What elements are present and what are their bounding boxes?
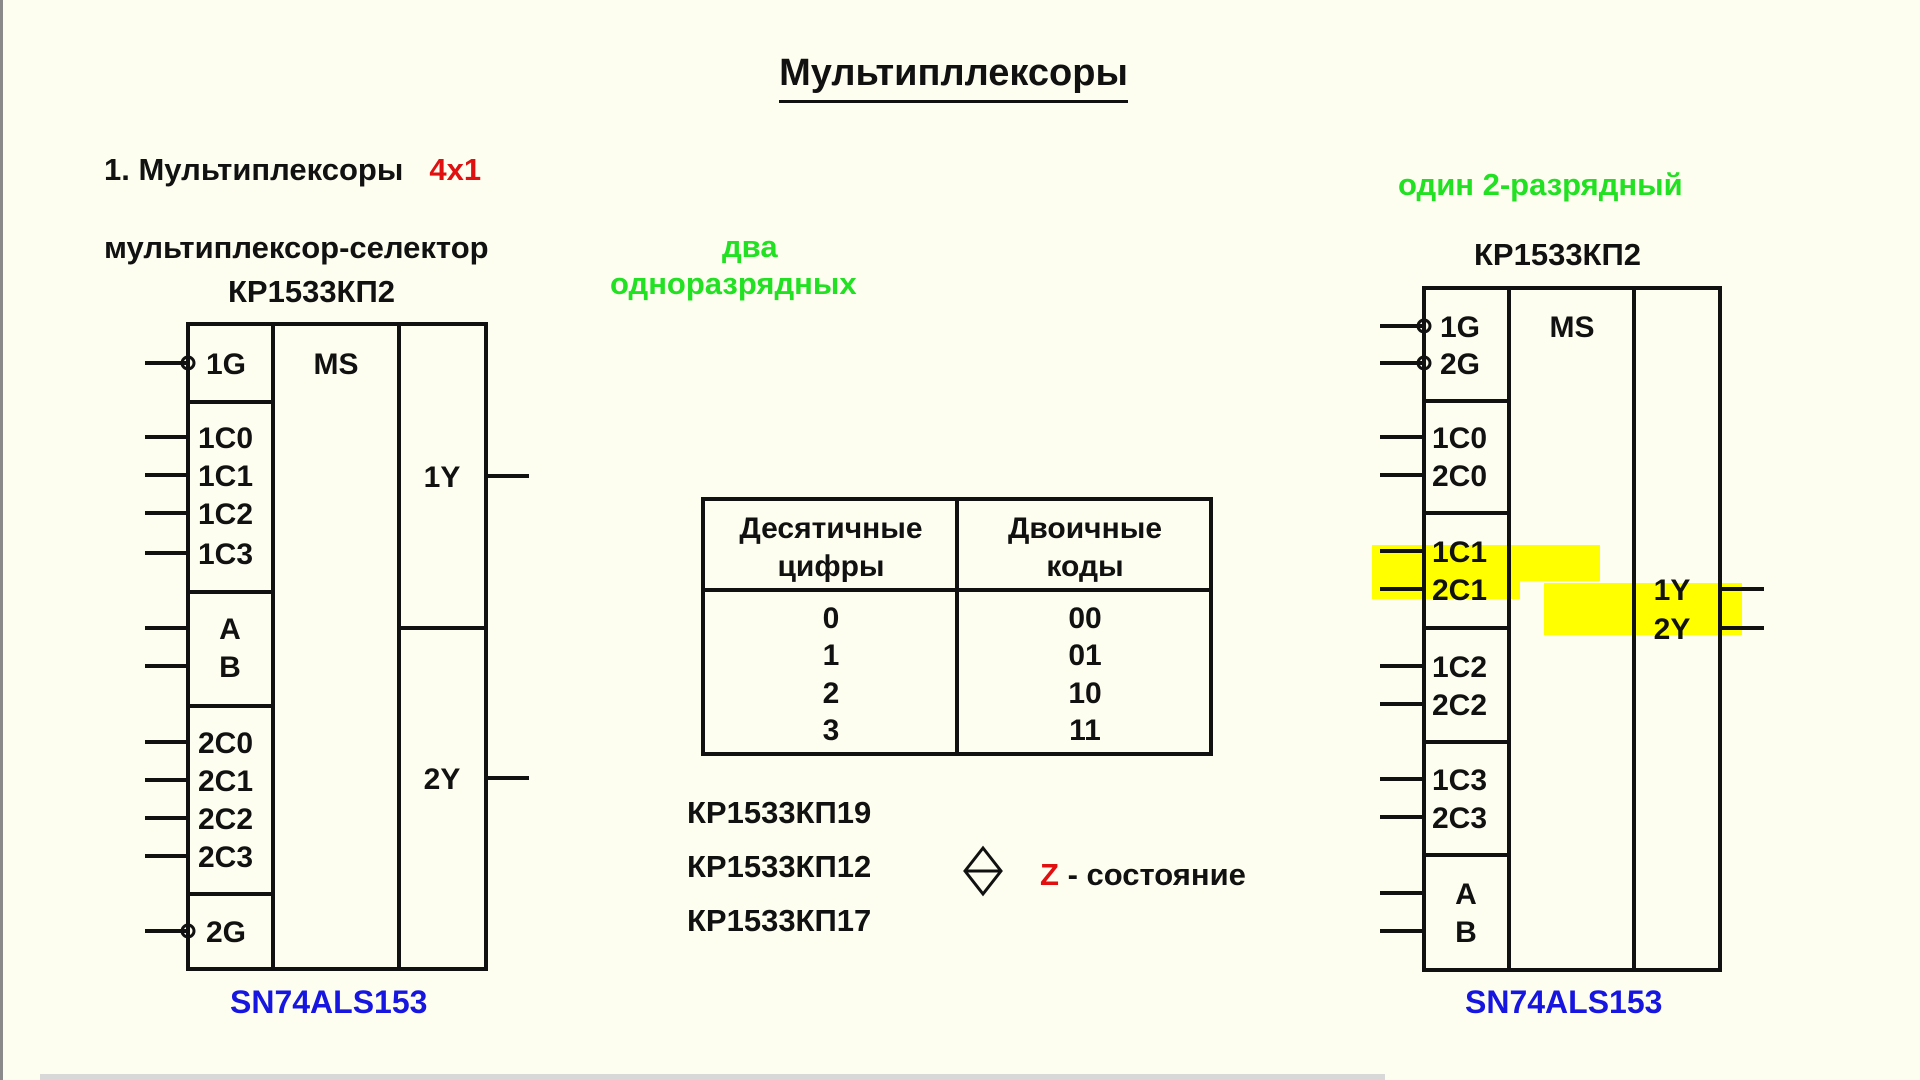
truth-table: Десятичные цифры Двоичные коды 0 00 1 01… xyxy=(701,497,1213,756)
table-cell: 2 xyxy=(823,677,840,710)
z-state-text: - состояние xyxy=(1067,857,1246,892)
output-label: 1Y xyxy=(1654,574,1691,607)
right-chip-name: SN74ALS153 xyxy=(1465,984,1663,1020)
pin-label: 1C1 xyxy=(198,460,253,493)
left-chip-name: SN74ALS153 xyxy=(230,984,428,1020)
pin-label: 2G xyxy=(206,916,246,949)
pin-label: 1C0 xyxy=(1432,422,1487,455)
output-label: 1Y xyxy=(424,461,461,494)
table-header: цифры xyxy=(777,550,884,583)
pin-label: 2C0 xyxy=(1432,460,1487,493)
left-subtitle-line2: КР1533КП2 xyxy=(228,274,396,309)
heading-text: 1. Мультиплексоры xyxy=(104,152,404,187)
table-cell: 1 xyxy=(823,639,840,672)
part-number: КР1533КП19 xyxy=(687,795,872,830)
output-label: 2Y xyxy=(1654,613,1691,646)
pin-label: 2C1 xyxy=(1432,574,1487,607)
bottom-scroll-track xyxy=(40,1074,1385,1080)
left-subtitle-line1: мультиплексор-селектор xyxy=(104,230,489,265)
right-block-title: КР1533КП2 xyxy=(1474,237,1642,272)
heading-size: 4x1 xyxy=(429,152,482,187)
table-cell: 00 xyxy=(1068,602,1101,635)
green-label-line1: два xyxy=(722,229,778,264)
z-letter: Z xyxy=(1040,857,1059,892)
pin-label: 1C1 xyxy=(1432,536,1487,569)
table-header: коды xyxy=(1046,550,1123,583)
pin-label: 1C2 xyxy=(1432,651,1487,684)
pin-label: B xyxy=(219,651,241,684)
part-number: КР1533КП17 xyxy=(687,903,872,938)
window-edge xyxy=(0,0,3,1080)
page-title: Мультипллексоры xyxy=(0,52,1907,103)
pin-label: 1C0 xyxy=(198,422,253,455)
pin-label: 2C3 xyxy=(198,841,253,874)
pin-label: 2C2 xyxy=(1432,689,1487,722)
table-cell: 0 xyxy=(823,602,840,635)
table-cell: 3 xyxy=(823,714,840,747)
table-header: Двоичные xyxy=(1008,512,1162,545)
z-state-label: Z - состояние xyxy=(1040,857,1246,893)
pin-label: A xyxy=(219,613,241,646)
highlight-outputs xyxy=(1544,583,1742,635)
output-label: 2Y xyxy=(424,763,461,796)
table-cell: 10 xyxy=(1068,677,1101,710)
table-cell: 11 xyxy=(1069,714,1101,747)
left-mux-symbol: MS 1G 1C0 1C1 1C2 1C3 A B 2C0 2C1 2C2 2C… xyxy=(145,322,529,971)
right-green-label: один 2-разрядный xyxy=(1398,167,1683,202)
pin-label: 2C3 xyxy=(1432,802,1487,835)
diamond-arrow-icon xyxy=(963,845,1003,897)
pin-label: 2C2 xyxy=(198,803,253,836)
pin-label: 2G xyxy=(1440,348,1480,381)
table-header: Десятичные xyxy=(739,512,922,545)
green-label-line2: одноразрядных xyxy=(610,266,857,301)
pin-label: 1C2 xyxy=(198,498,253,531)
pin-label: 1C3 xyxy=(1432,764,1487,797)
pin-label: 2C0 xyxy=(198,727,253,760)
highlight-1c1-2c1 xyxy=(1372,581,1520,599)
ms-label: MS xyxy=(314,348,359,381)
pin-label: 2C1 xyxy=(198,765,253,798)
right-mux-symbol: MS 1G 2G 1C0 2C0 1C1 2C1 1C2 2C2 1C3 2C3… xyxy=(1372,286,1764,972)
table-cell: 01 xyxy=(1068,639,1101,672)
pin-label: 1C3 xyxy=(198,538,253,571)
section-heading: 1. Мультиплексоры 4x1 xyxy=(104,152,481,188)
pin-label: 1G xyxy=(1440,311,1480,344)
pin-label: 1G xyxy=(206,348,246,381)
ms-label: MS xyxy=(1550,311,1595,344)
pin-label: B xyxy=(1455,916,1477,949)
part-number: КР1533КП12 xyxy=(687,849,872,884)
pin-label: A xyxy=(1455,878,1477,911)
